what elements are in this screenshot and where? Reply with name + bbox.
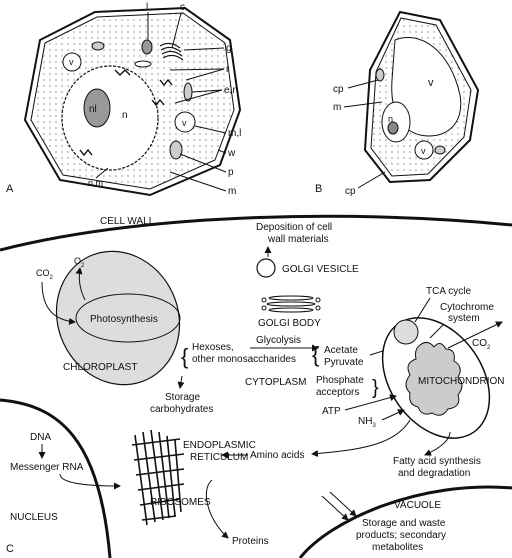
phosphate-brace: } [372, 377, 379, 399]
nucleolus-a [83, 88, 111, 128]
vacuole-a2 [174, 111, 196, 133]
panel-label-b: B [315, 183, 322, 195]
label-b-cp-bottom: cp [345, 186, 356, 197]
label-a-er: e,r [224, 85, 236, 96]
storage-carbs-line1: Storage [165, 392, 200, 403]
panel-b: cp m v n v cp B [315, 10, 480, 197]
label-b-v-small: v [421, 146, 426, 156]
mrna-label: Messenger RNA [10, 462, 84, 473]
hexoses-line2: other monosaccharides [192, 354, 296, 365]
label-b-m: m [333, 102, 341, 113]
nucleolus-b [387, 121, 399, 135]
fatty-acid-line1: Fatty acid synthesis [393, 456, 481, 467]
er-a [79, 69, 173, 157]
atp-label: ATP [322, 406, 341, 417]
pyruvate-label: Pyruvate [324, 357, 364, 368]
mitochondrion-label: MITOCHONDRION [418, 376, 504, 387]
mitochondrion-cristae [405, 341, 463, 416]
co2-left: CO2 [36, 268, 54, 281]
label-a-p: p [228, 167, 234, 178]
golgi-body-label: GOLGI BODY [258, 318, 321, 329]
proteins-label: Proteins [232, 536, 269, 547]
plastid-l [141, 39, 153, 55]
chloroplast [55, 250, 181, 386]
cell-wall-curve [0, 214, 512, 252]
golgi-vesicle [256, 258, 276, 278]
cell-b-outer-wall [363, 10, 480, 184]
mitochondrion-a3 [91, 41, 105, 51]
chloroplast-b1 [375, 68, 385, 82]
vacuole-a1 [62, 52, 82, 72]
mitochondrion-a2 [169, 140, 183, 160]
vacuole-label: VACUOLE [394, 500, 441, 511]
storage-waste-line1: Storage and waste [362, 518, 446, 529]
amino-acids-label: Amino acids [250, 450, 304, 461]
golgi-a [159, 42, 184, 61]
photosynthesis-loop [75, 293, 181, 343]
cytochrome-line2: system [448, 313, 480, 324]
plastid-c [134, 60, 152, 68]
panel-label-a: A [6, 183, 14, 195]
label-a-v1: v [69, 57, 74, 67]
acetate-label: Acetate [324, 345, 358, 356]
label-a-v2: v [182, 118, 187, 128]
label-a-nm: n,m [88, 178, 103, 188]
panel-label-c: C [6, 543, 14, 555]
label-a-r: r [226, 64, 230, 75]
label-a-nl: nl [89, 104, 97, 115]
storage-waste-line2: products; secondary [356, 530, 446, 541]
label-b-n: n [388, 114, 393, 124]
vacuole-boundary [298, 485, 512, 558]
tca-label: TCA cycle [426, 286, 471, 297]
label-a-m: m [228, 186, 236, 197]
er-ribosomes [131, 429, 185, 526]
chloroplast-label: CHLOROPLAST [63, 362, 137, 373]
storage-carbs-line2: carbohydrates [150, 404, 213, 415]
dna-label: DNA [30, 432, 51, 443]
label-a-l: l [146, 2, 148, 13]
nucleus-boundary [0, 398, 112, 558]
co2-right: CO2 [472, 338, 491, 351]
vacuole-b-small [414, 140, 434, 160]
deposition-line1: Deposition of cell [256, 222, 332, 233]
label-a-c: c [180, 2, 185, 13]
tca-circle [393, 319, 419, 345]
glycolysis-label: Glycolysis [256, 335, 301, 346]
phosphate-line1: Phosphate [316, 375, 364, 386]
ribosomes-label: RIBOSOMES [150, 497, 211, 508]
golgi-vesicle-label: GOLGI VESICLE [282, 264, 359, 275]
er-line2: RETICULUM [190, 452, 248, 463]
hexoses-line1: Hexoses, [192, 342, 234, 353]
label-a-w: w [227, 148, 236, 159]
label-a-ml: m,l [228, 128, 241, 139]
nucleus-label: NUCLEUS [10, 512, 58, 523]
cell-a-outer-wall [23, 6, 242, 197]
hexoses-brace: { [181, 344, 188, 369]
nh3-label: NH3 [358, 416, 376, 429]
nucleus-a [61, 65, 159, 171]
cytochrome-line1: Cytochrome [440, 302, 494, 313]
deposition-line2: wall materials [267, 234, 329, 245]
photosynthesis-label: Photosynthesis [90, 314, 158, 325]
acetate-brace: { [312, 342, 319, 367]
label-b-cp-top: cp [333, 84, 344, 95]
label-b-v-big: v [428, 77, 434, 89]
fatty-acid-line2: and degradation [398, 468, 470, 479]
phosphate-line2: acceptors [316, 387, 359, 398]
cell-wall-label: CELL WALL [100, 216, 155, 227]
cytoplasm-label: CYTOPLASM [245, 377, 307, 388]
storage-waste-line3: metabolites [372, 542, 423, 553]
golgi-body [261, 295, 321, 313]
label-a-n: n [122, 110, 128, 121]
chloroplast-b2 [434, 145, 446, 155]
nucleus-b [381, 101, 411, 143]
panel-a: l c g r e,r nl n v v m,l w p m n,m A [6, 2, 241, 197]
er-line1: ENDOPLASMIC [183, 440, 256, 451]
o2-left: O2 [74, 256, 85, 269]
label-a-g: g [226, 43, 232, 54]
panel-c: CELL WALL Deposition of cell wall materi… [0, 214, 512, 558]
